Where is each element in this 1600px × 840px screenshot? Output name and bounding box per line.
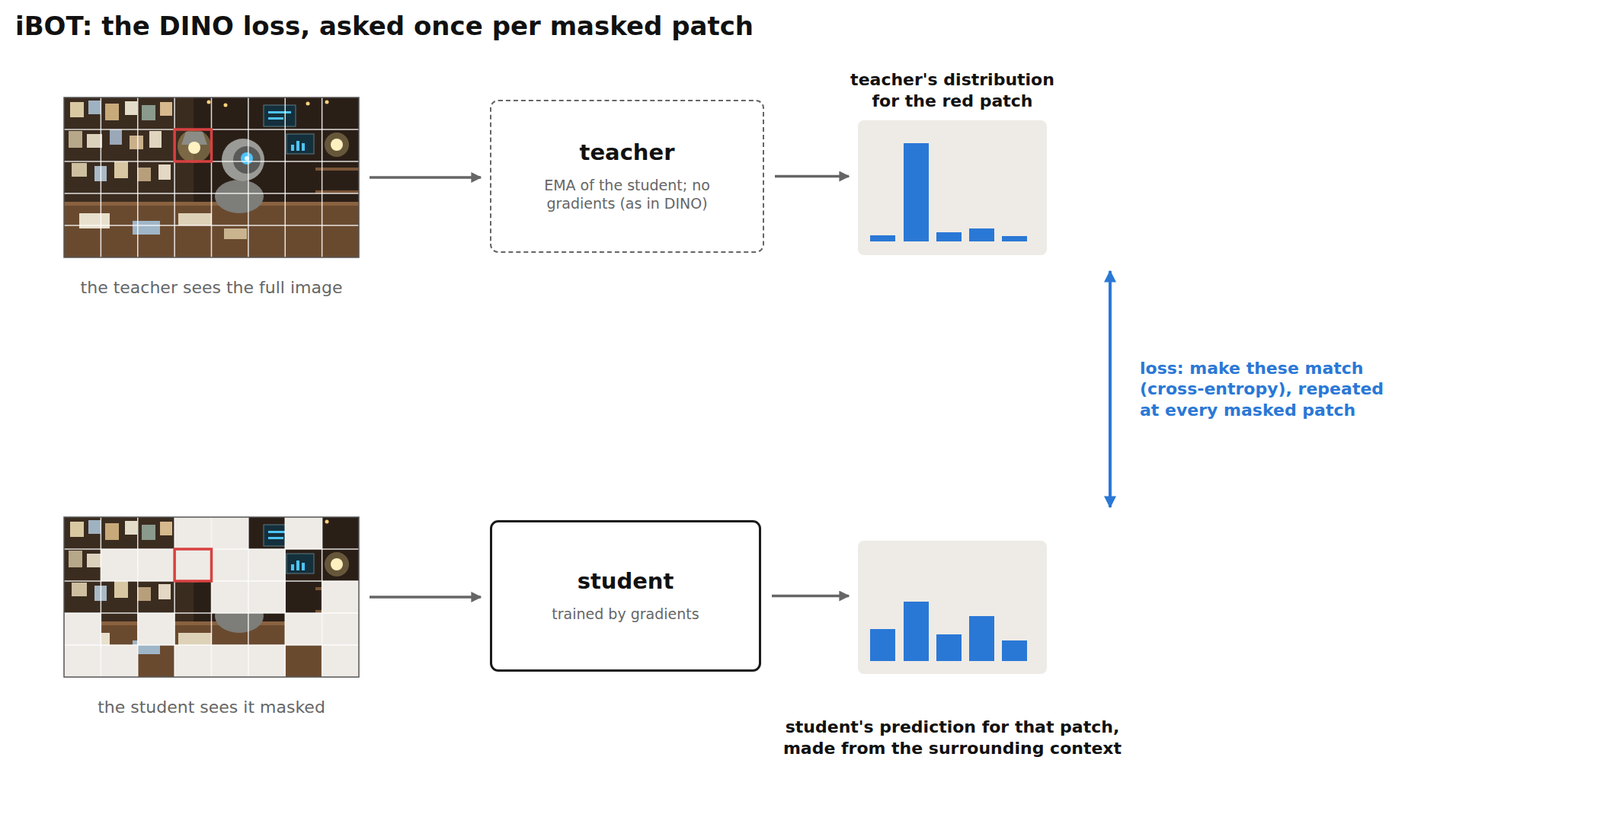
teacher-network-box: teacherEMA of the student; no gradients … <box>489 99 765 253</box>
mask-cell <box>322 581 359 614</box>
mask-cell <box>211 581 249 614</box>
box-subtitle: EMA of the student; no gradients (as in … <box>512 176 742 214</box>
probability-bar <box>903 143 929 242</box>
teacher-bars <box>870 143 1028 242</box>
text-holder: trained by gradients <box>551 605 699 624</box>
probability-bar <box>1001 236 1028 242</box>
mask-cell <box>322 645 359 678</box>
probability-bar <box>903 601 929 662</box>
mask-cell <box>64 645 101 678</box>
mask-cell <box>174 549 212 582</box>
panel-ground <box>857 120 1047 256</box>
probability-bar <box>969 616 995 662</box>
box-subtitle: trained by gradients <box>551 605 699 624</box>
input-image: the teacher sees the full image <box>64 97 359 258</box>
panel-ground <box>857 540 1047 675</box>
mask-cell <box>248 645 285 678</box>
probability-bar <box>936 232 962 242</box>
flow-arrow <box>771 595 849 599</box>
mask-cell <box>248 549 285 582</box>
mask-cell <box>211 549 249 582</box>
flow-arrow <box>774 175 849 179</box>
mask-cell <box>137 613 175 646</box>
probability-bar <box>969 228 995 242</box>
masked-image <box>64 517 359 678</box>
image-caption: the student sees it masked <box>3 697 420 719</box>
text-holder: the teacher sees the full image <box>3 277 420 299</box>
probability-bar <box>1001 640 1028 662</box>
mask-cells <box>64 517 359 678</box>
red-patch-marker <box>174 549 212 582</box>
red-patch-marker <box>174 129 212 162</box>
panel-heading: teacher's distribution for the red patch <box>841 69 1063 112</box>
distribution-panel: student's prediction for that patch, mad… <box>857 540 1047 675</box>
image-border <box>64 97 359 258</box>
text-holder: student's prediction for that patch, mad… <box>771 716 1134 759</box>
probability-bar <box>870 235 896 242</box>
mask-cell <box>211 517 249 550</box>
full-image <box>64 97 359 258</box>
student-bars <box>870 601 1028 662</box>
text-holder: the student sees it masked <box>3 697 420 719</box>
distribution-panel: teacher's distribution for the red patch <box>857 120 1047 256</box>
diagram-title: iBOT: the DINO loss, asked once per mask… <box>15 10 754 42</box>
masked-input-image: the student sees it masked <box>64 517 359 678</box>
probability-bar <box>870 629 896 662</box>
loss-label: loss: make these match (cross-entropy), … <box>1139 358 1403 422</box>
image-border <box>64 517 359 678</box>
mask-cell <box>248 581 285 614</box>
mask-cell <box>137 549 175 582</box>
loss-arrow <box>1108 271 1112 508</box>
student-network-box: student trained by gradients <box>489 520 762 672</box>
mask-cell <box>284 517 322 550</box>
patch-grid <box>64 517 359 678</box>
mask-cell <box>174 517 212 550</box>
text-holder: teacher's distribution for the red patch <box>841 69 1063 112</box>
mask-cell <box>64 613 101 646</box>
mask-cell <box>322 613 359 646</box>
flow-arrow <box>369 595 481 599</box>
mask-cell <box>100 549 138 582</box>
patch-grid <box>64 97 359 258</box>
title-holder: iBOT: the DINO loss, asked once per mask… <box>15 10 754 42</box>
box-title: teacher <box>579 139 676 167</box>
mask-cell <box>174 645 212 678</box>
mask-cell <box>284 613 322 646</box>
mask-cell <box>100 645 138 678</box>
mask-cell <box>211 645 249 678</box>
text-holder: EMA of the student; no gradients (as in … <box>512 176 742 214</box>
flow-arrow <box>369 176 481 180</box>
box-title: student <box>577 568 675 596</box>
text-holder: student <box>577 568 675 606</box>
edge-label-holder: loss: make these match (cross-entropy), … <box>1139 358 1403 422</box>
probability-bar <box>936 634 962 662</box>
text-holder: teacher <box>579 139 676 177</box>
image-caption: the teacher sees the full image <box>3 277 420 299</box>
panel-heading: student's prediction for that patch, mad… <box>771 716 1134 759</box>
